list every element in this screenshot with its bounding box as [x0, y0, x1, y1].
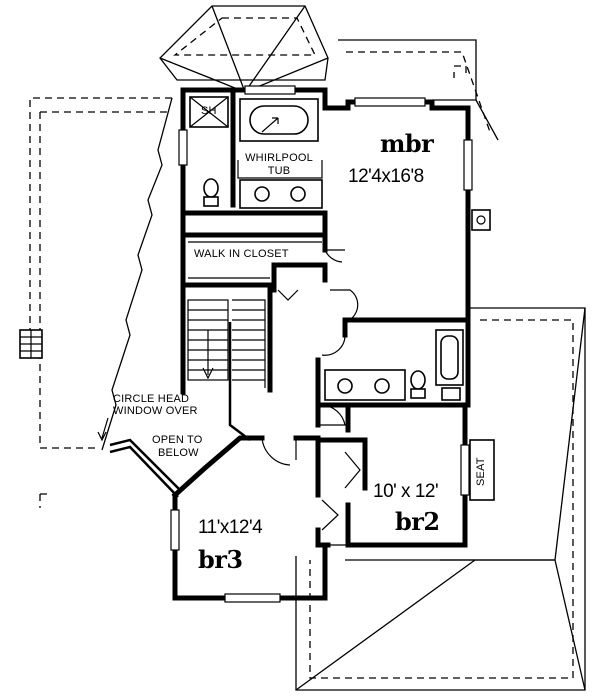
open-to-below-label-1: OPEN TO — [152, 434, 203, 446]
circle-head-label-1: CIRCLE HEAD — [113, 393, 190, 405]
br2-room-size: 10' x 12' — [373, 481, 439, 502]
window-seat — [469, 439, 495, 501]
br3-room-size: 11'x12'4 — [198, 517, 263, 538]
roof-outlines — [19, 5, 586, 691]
walk-in-closet-label: WALK IN CLOSET — [194, 248, 289, 260]
seat-label: SEAT — [475, 457, 487, 486]
fixtures — [188, 96, 495, 501]
doors — [261, 249, 361, 546]
circle-head-label-2: WINDOW OVER — [113, 405, 198, 417]
open-to-below-label-2: BELOW — [158, 447, 199, 459]
mbr-room-size: 12'4x16'8 — [348, 166, 424, 187]
whirlpool-label-2: TUB — [267, 165, 291, 177]
stairs — [187, 289, 299, 388]
leader-line — [97, 417, 109, 442]
br3-room-name: br3 — [198, 545, 243, 574]
shower-label: SH — [201, 105, 217, 117]
mbr-room-name: mbr — [380, 129, 434, 158]
br2-room-name: br2 — [395, 507, 440, 536]
windows — [170, 85, 473, 603]
whirlpool-label-1: WHIRLPOOL — [245, 152, 313, 164]
